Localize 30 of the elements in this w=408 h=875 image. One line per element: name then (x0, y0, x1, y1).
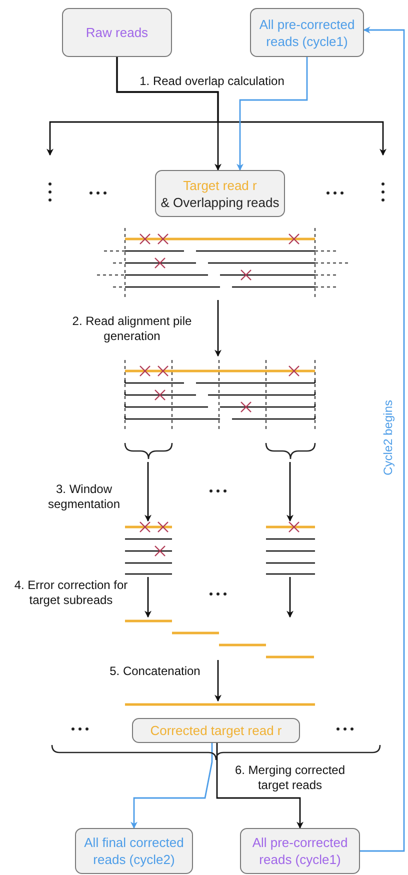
arrow (360, 26, 405, 852)
window-pile-drawing (122, 521, 175, 577)
arrow (214, 300, 222, 357)
process-box (250, 8, 364, 57)
box-label: All final corrected reads (cycle2) (83, 834, 185, 868)
process-box (240, 828, 360, 874)
arrow (130, 743, 213, 829)
window-pile-drawing (263, 521, 318, 577)
arrow (144, 577, 152, 618)
box-label: & Overlapping reads (160, 194, 280, 210)
arrow (214, 660, 222, 702)
box-label: Raw reads (86, 24, 148, 41)
process-box (62, 8, 172, 57)
corrected-read-bar (124, 701, 316, 708)
process-box (75, 828, 193, 874)
edge-label: Cycle2 begins (381, 400, 396, 476)
box-label: All pre-corrected reads (cycle1) (258, 16, 356, 50)
alignment-pile-drawing (95, 226, 351, 300)
arrow (144, 462, 152, 522)
box-label: Corrected target read r (150, 722, 282, 739)
process-box (155, 170, 285, 217)
box-label: All pre-corrected reads (cycle1) (251, 834, 349, 868)
process-box (132, 718, 300, 743)
arrow (286, 462, 294, 522)
box-label: Target read r (183, 176, 257, 194)
arrow (286, 577, 294, 618)
arrow (216, 743, 304, 829)
arrow (236, 57, 308, 171)
subread-segments-drawing (123, 617, 316, 660)
arrow (116, 57, 386, 156)
